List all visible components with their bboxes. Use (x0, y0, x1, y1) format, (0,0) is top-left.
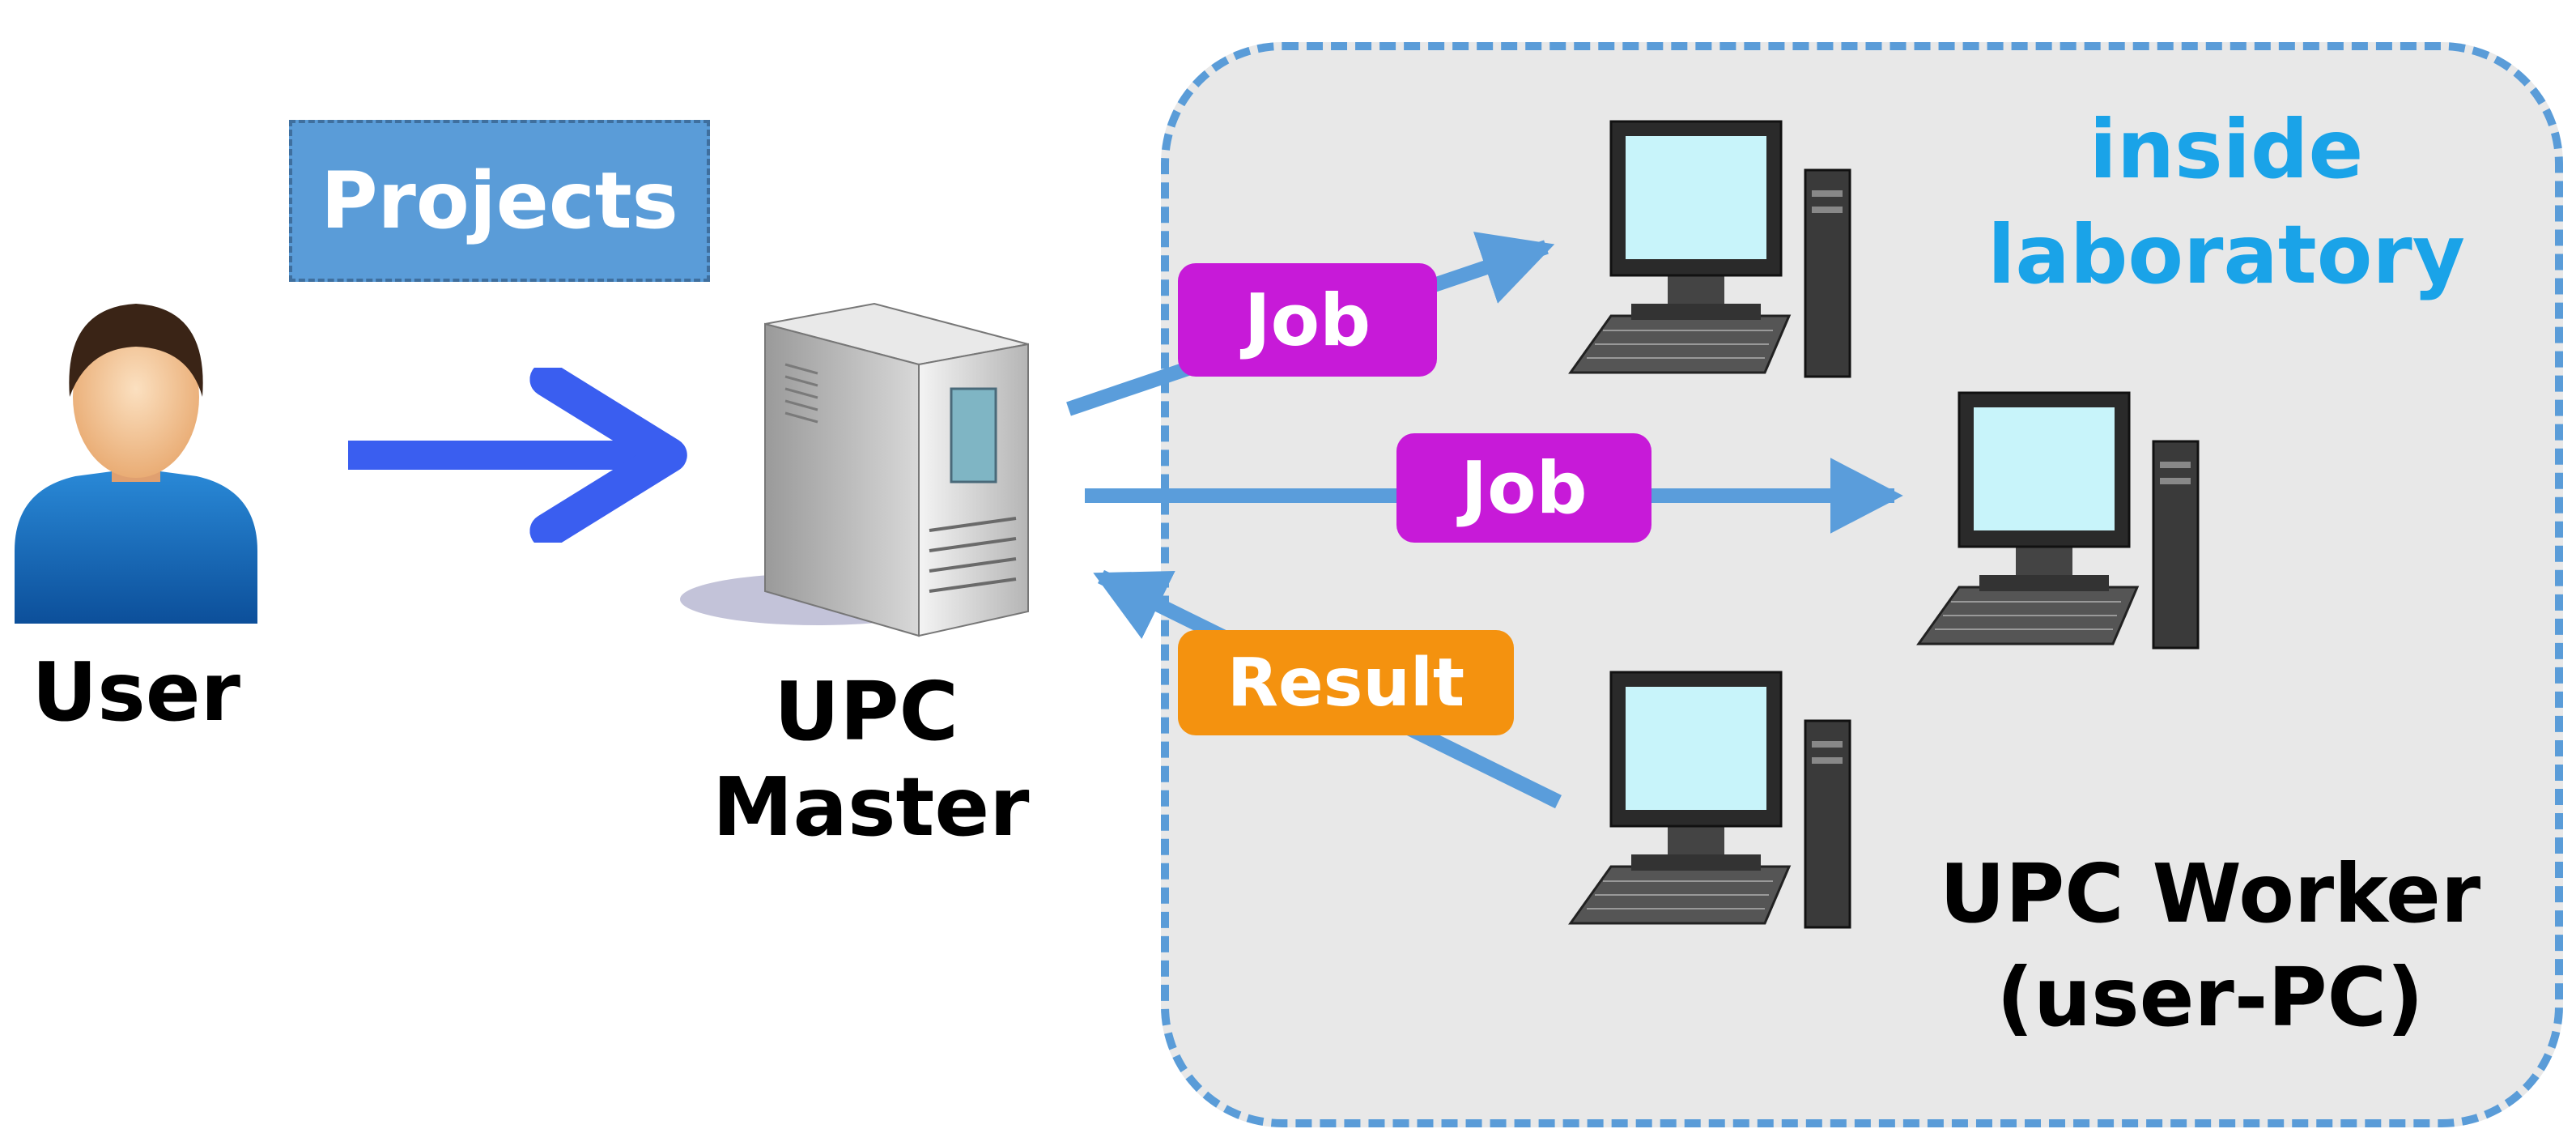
laboratory-region (1161, 42, 2563, 1127)
region-title-line1: inside (2089, 102, 2364, 197)
server-icon (680, 302, 1029, 637)
result-tag: Result (1178, 630, 1514, 735)
worker-label-line1: UPC Worker (1939, 846, 2481, 941)
job-tag-1-label: Job (1243, 278, 1371, 362)
region-title: inside laboratory (1967, 97, 2485, 308)
desktop-computer-icon (1916, 391, 2200, 650)
job-tag-1: Job (1178, 263, 1437, 377)
master-label-line2: Master (712, 760, 1030, 854)
user-label: User (32, 645, 240, 739)
master-label: UPC Master (712, 664, 1030, 855)
region-title-line2: laboratory (1987, 207, 2465, 302)
projects-tag-label: Projects (321, 155, 678, 246)
desktop-computer-icon (1568, 671, 1851, 929)
result-tag-label: Result (1226, 644, 1465, 722)
job-tag-2-label: Job (1460, 446, 1588, 530)
worker-label: UPC Worker (user-PC) (1894, 842, 2526, 1050)
projects-tag: Projects (289, 120, 710, 282)
desktop-computer-icon (1568, 120, 1851, 378)
user-icon (15, 304, 257, 624)
worker-label-line2: (user-PC) (1996, 950, 2424, 1045)
master-label-line1: UPC (774, 664, 959, 759)
job-tag-2: Job (1396, 433, 1651, 543)
